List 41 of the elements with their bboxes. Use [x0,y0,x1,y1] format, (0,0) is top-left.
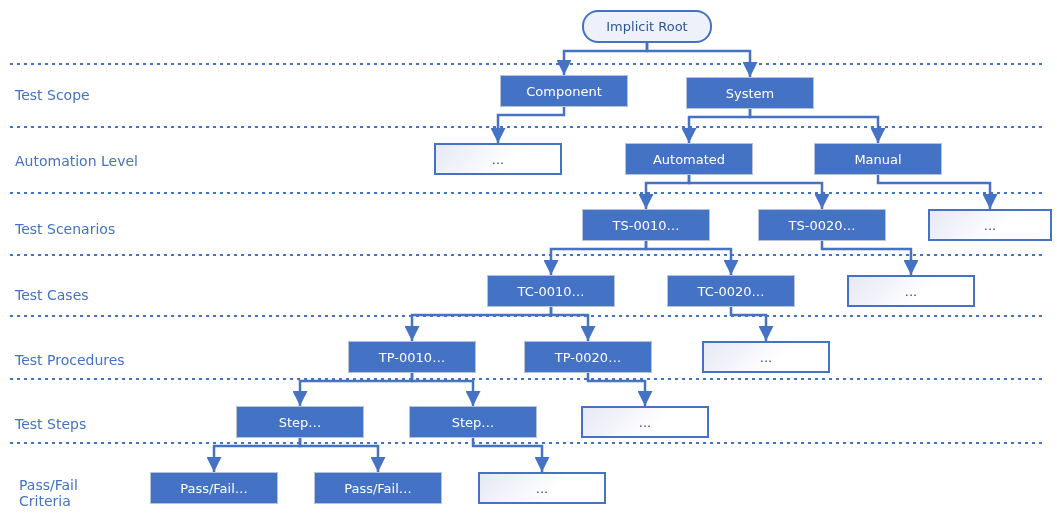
tree-node-box: TS-0010… [582,209,710,241]
tree-node-box: TS-0020… [758,209,886,241]
tree-node-box: Component [500,75,628,107]
tree-node-box: Manual [814,143,942,175]
connector-arrow [471,438,550,472]
row-label: Test Procedures [15,352,125,368]
connector-arrow [820,241,919,275]
row-label: Test Cases [15,287,89,303]
row-label: Test Scope [15,87,90,103]
placeholder-box: ... [928,209,1052,241]
connector-arrow [490,107,566,143]
tree-node-box: Step… [236,406,364,438]
row-label: Pass/Fail Criteria [19,477,79,509]
placeholder-box: ... [847,275,975,307]
connector-arrow [748,109,886,143]
tree-node-box: Pass/Fail… [314,472,442,504]
connector-arrow [687,175,830,209]
tree-node-box: Pass/Fail… [150,472,278,504]
placeholder-box: ... [478,472,606,504]
placeholder-box: ... [702,341,830,373]
connector-arrow [876,175,998,209]
connector-arrow [729,307,774,341]
tree-node-box: Automated [625,143,753,175]
connector-arrow [410,373,481,406]
placeholder-box: ... [434,143,562,175]
tree-node-box: TP-0020… [524,341,652,373]
tree-node-box: TC-0020… [667,275,795,307]
connector-arrow [549,307,596,341]
row-label: Test Scenarios [15,221,116,237]
tree-node-box: System [686,77,814,109]
connector-arrow [586,373,653,406]
row-label: Test Steps [15,416,87,432]
row-label: Automation Level [15,153,138,169]
tree-node-box: TC-0010… [487,275,615,307]
placeholder-box: ... [581,406,709,438]
tree-node-box: Step… [409,406,537,438]
tree-node-box: TP-0010… [348,341,476,373]
connector-arrow [298,438,386,472]
connector-arrow [645,43,758,77]
connector-arrow [644,241,739,275]
root-node: Implicit Root [582,10,712,43]
